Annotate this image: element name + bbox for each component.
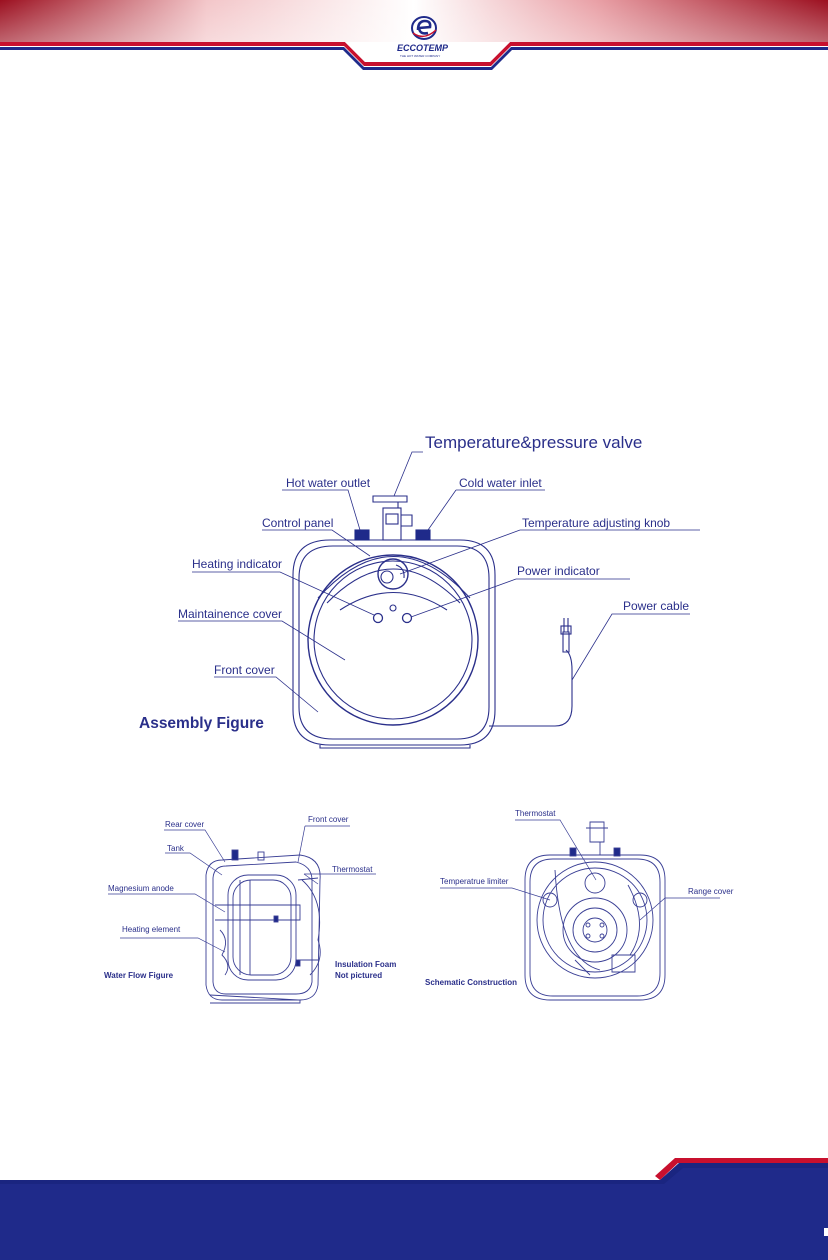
label-hot-water-outlet: Hot water outlet	[286, 476, 371, 490]
assembly-figure-title: Assembly Figure	[139, 715, 264, 732]
label-control-panel: Control panel	[262, 516, 334, 530]
schematic-title: Schematic Construction	[425, 978, 518, 987]
label-front-cover: Front cover	[214, 663, 275, 677]
label-sc-thermostat: Thermostat	[515, 809, 556, 818]
logo-mark	[411, 16, 437, 40]
label-power-cable: Power cable	[623, 599, 690, 613]
water-flow-figure-title: Water Flow Figure	[104, 971, 174, 980]
label-maintainence-cover: Maintainence cover	[178, 607, 283, 621]
label-heating-element: Heating element	[122, 925, 181, 934]
label-heating-indicator: Heating indicator	[192, 557, 283, 571]
footer-band	[0, 1158, 828, 1260]
schematic-figure	[524, 821, 666, 1001]
assembly-leaders	[178, 451, 700, 713]
label-magnesium-anode: Magnesium anode	[108, 884, 174, 893]
label-wf-thermostat: Thermostat	[332, 865, 373, 874]
label-tp-valve: Temperature&pressure valve	[425, 433, 643, 452]
schematic-leaders	[440, 819, 720, 921]
label-cold-water-inlet: Cold water inlet	[459, 476, 542, 490]
label-power-indicator: Power indicator	[517, 564, 600, 578]
label-temp-limiter: Temperatrue limiter	[440, 877, 509, 886]
logo-tagline: THE HOT WATER COMPANY	[400, 54, 441, 58]
label-range-cover: Range cover	[688, 887, 734, 896]
logo-wordmark: ECCOTEMP	[397, 43, 449, 53]
label-temp-adjusting-knob: Temperature adjusting knob	[522, 516, 671, 530]
water-flow-figure	[205, 849, 321, 1004]
insulation-note-line1: Insulation Foam	[335, 960, 397, 969]
insulation-note-line2: Not pictured	[335, 971, 383, 980]
water-flow-leaders	[108, 825, 376, 953]
label-rear-cover: Rear cover	[165, 820, 205, 829]
label-tank: Tank	[167, 844, 184, 853]
assembly-figure	[292, 495, 573, 749]
label-wf-front-cover: Front cover	[308, 815, 349, 824]
